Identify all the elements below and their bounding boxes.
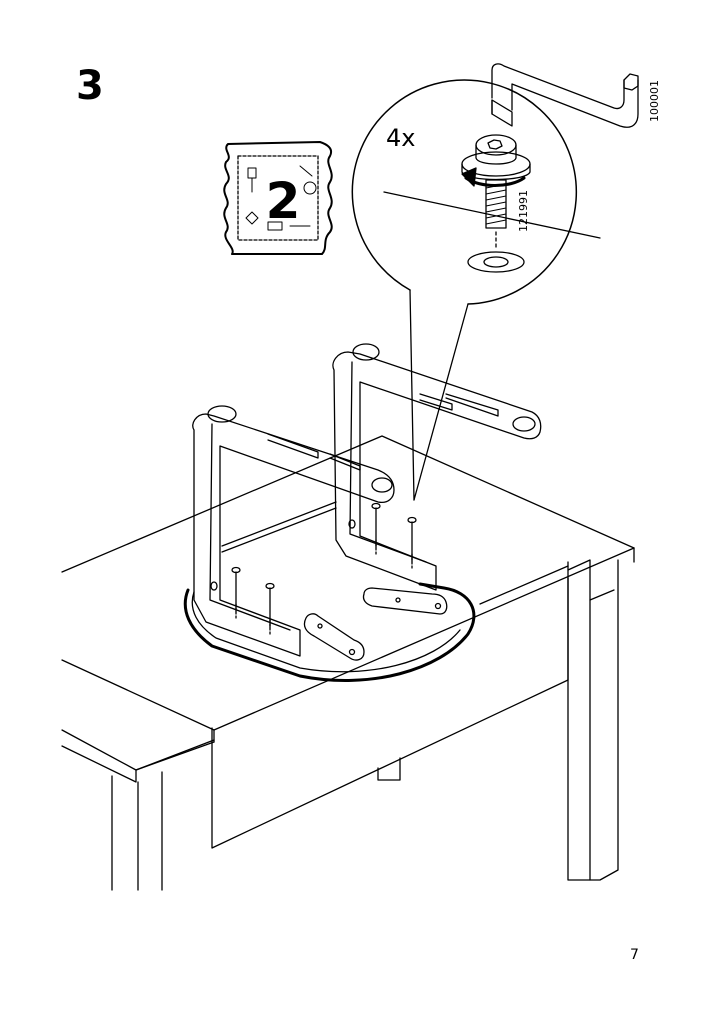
screw-detail [461, 134, 531, 249]
step-number: 3 [76, 63, 104, 109]
chair-seat [183, 501, 476, 682]
cardboard-sheet [211, 561, 569, 849]
page-number: 7 [630, 947, 639, 963]
detail-callout [351, 79, 601, 501]
bracket-left [303, 613, 365, 661]
allen-key-part-number: 100001 [648, 80, 661, 122]
chair-frame-front [192, 405, 395, 657]
screw-part-number: 121991 [517, 190, 530, 232]
table [61, 435, 635, 891]
allen-key-icon [491, 63, 639, 128]
quantity-label: 4x [386, 124, 415, 152]
bracket-right [362, 587, 448, 615]
chair-frame-back [332, 343, 542, 591]
bag-number: 2 [266, 172, 301, 230]
bag-icon [223, 141, 333, 255]
screws [231, 502, 417, 635]
